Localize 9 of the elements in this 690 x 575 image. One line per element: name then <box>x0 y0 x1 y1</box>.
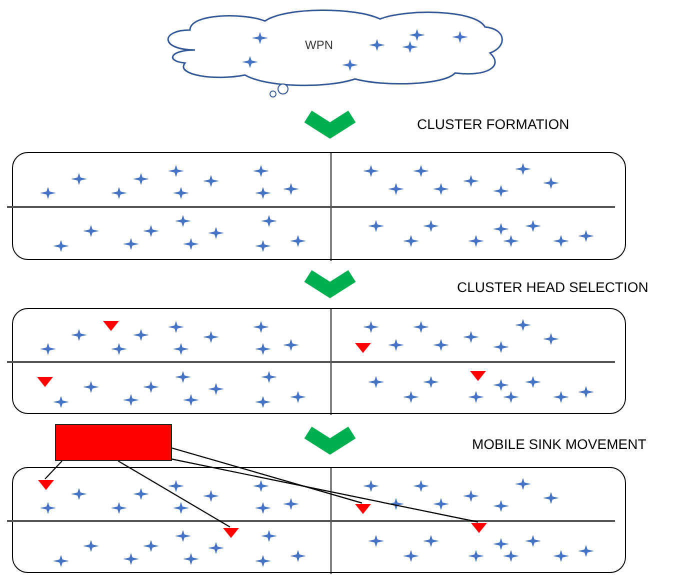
stage-label: CLUSTER HEAD SELECTION <box>455 279 650 295</box>
connector-line <box>44 460 62 480</box>
connector-line <box>172 458 478 523</box>
connector-line <box>118 460 230 528</box>
stage-label: MOBILE SINK MOVEMENT <box>470 436 648 452</box>
connector-line <box>172 447 362 504</box>
stage-label: CLUSTER FORMATION <box>415 116 572 132</box>
cloud-label: WPN <box>305 38 333 52</box>
mobile-sink-box <box>55 424 172 461</box>
